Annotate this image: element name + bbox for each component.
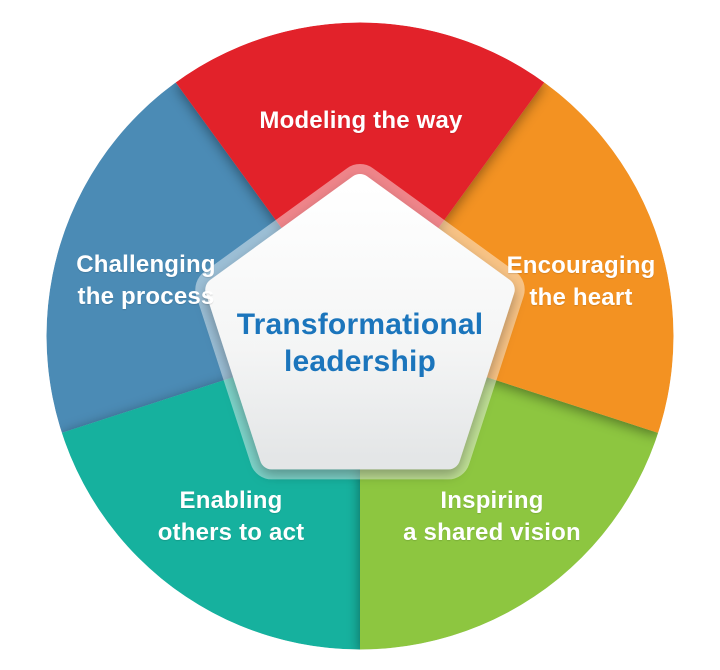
pentagon-hub — [195, 164, 525, 480]
pentagon-body — [205, 174, 515, 470]
